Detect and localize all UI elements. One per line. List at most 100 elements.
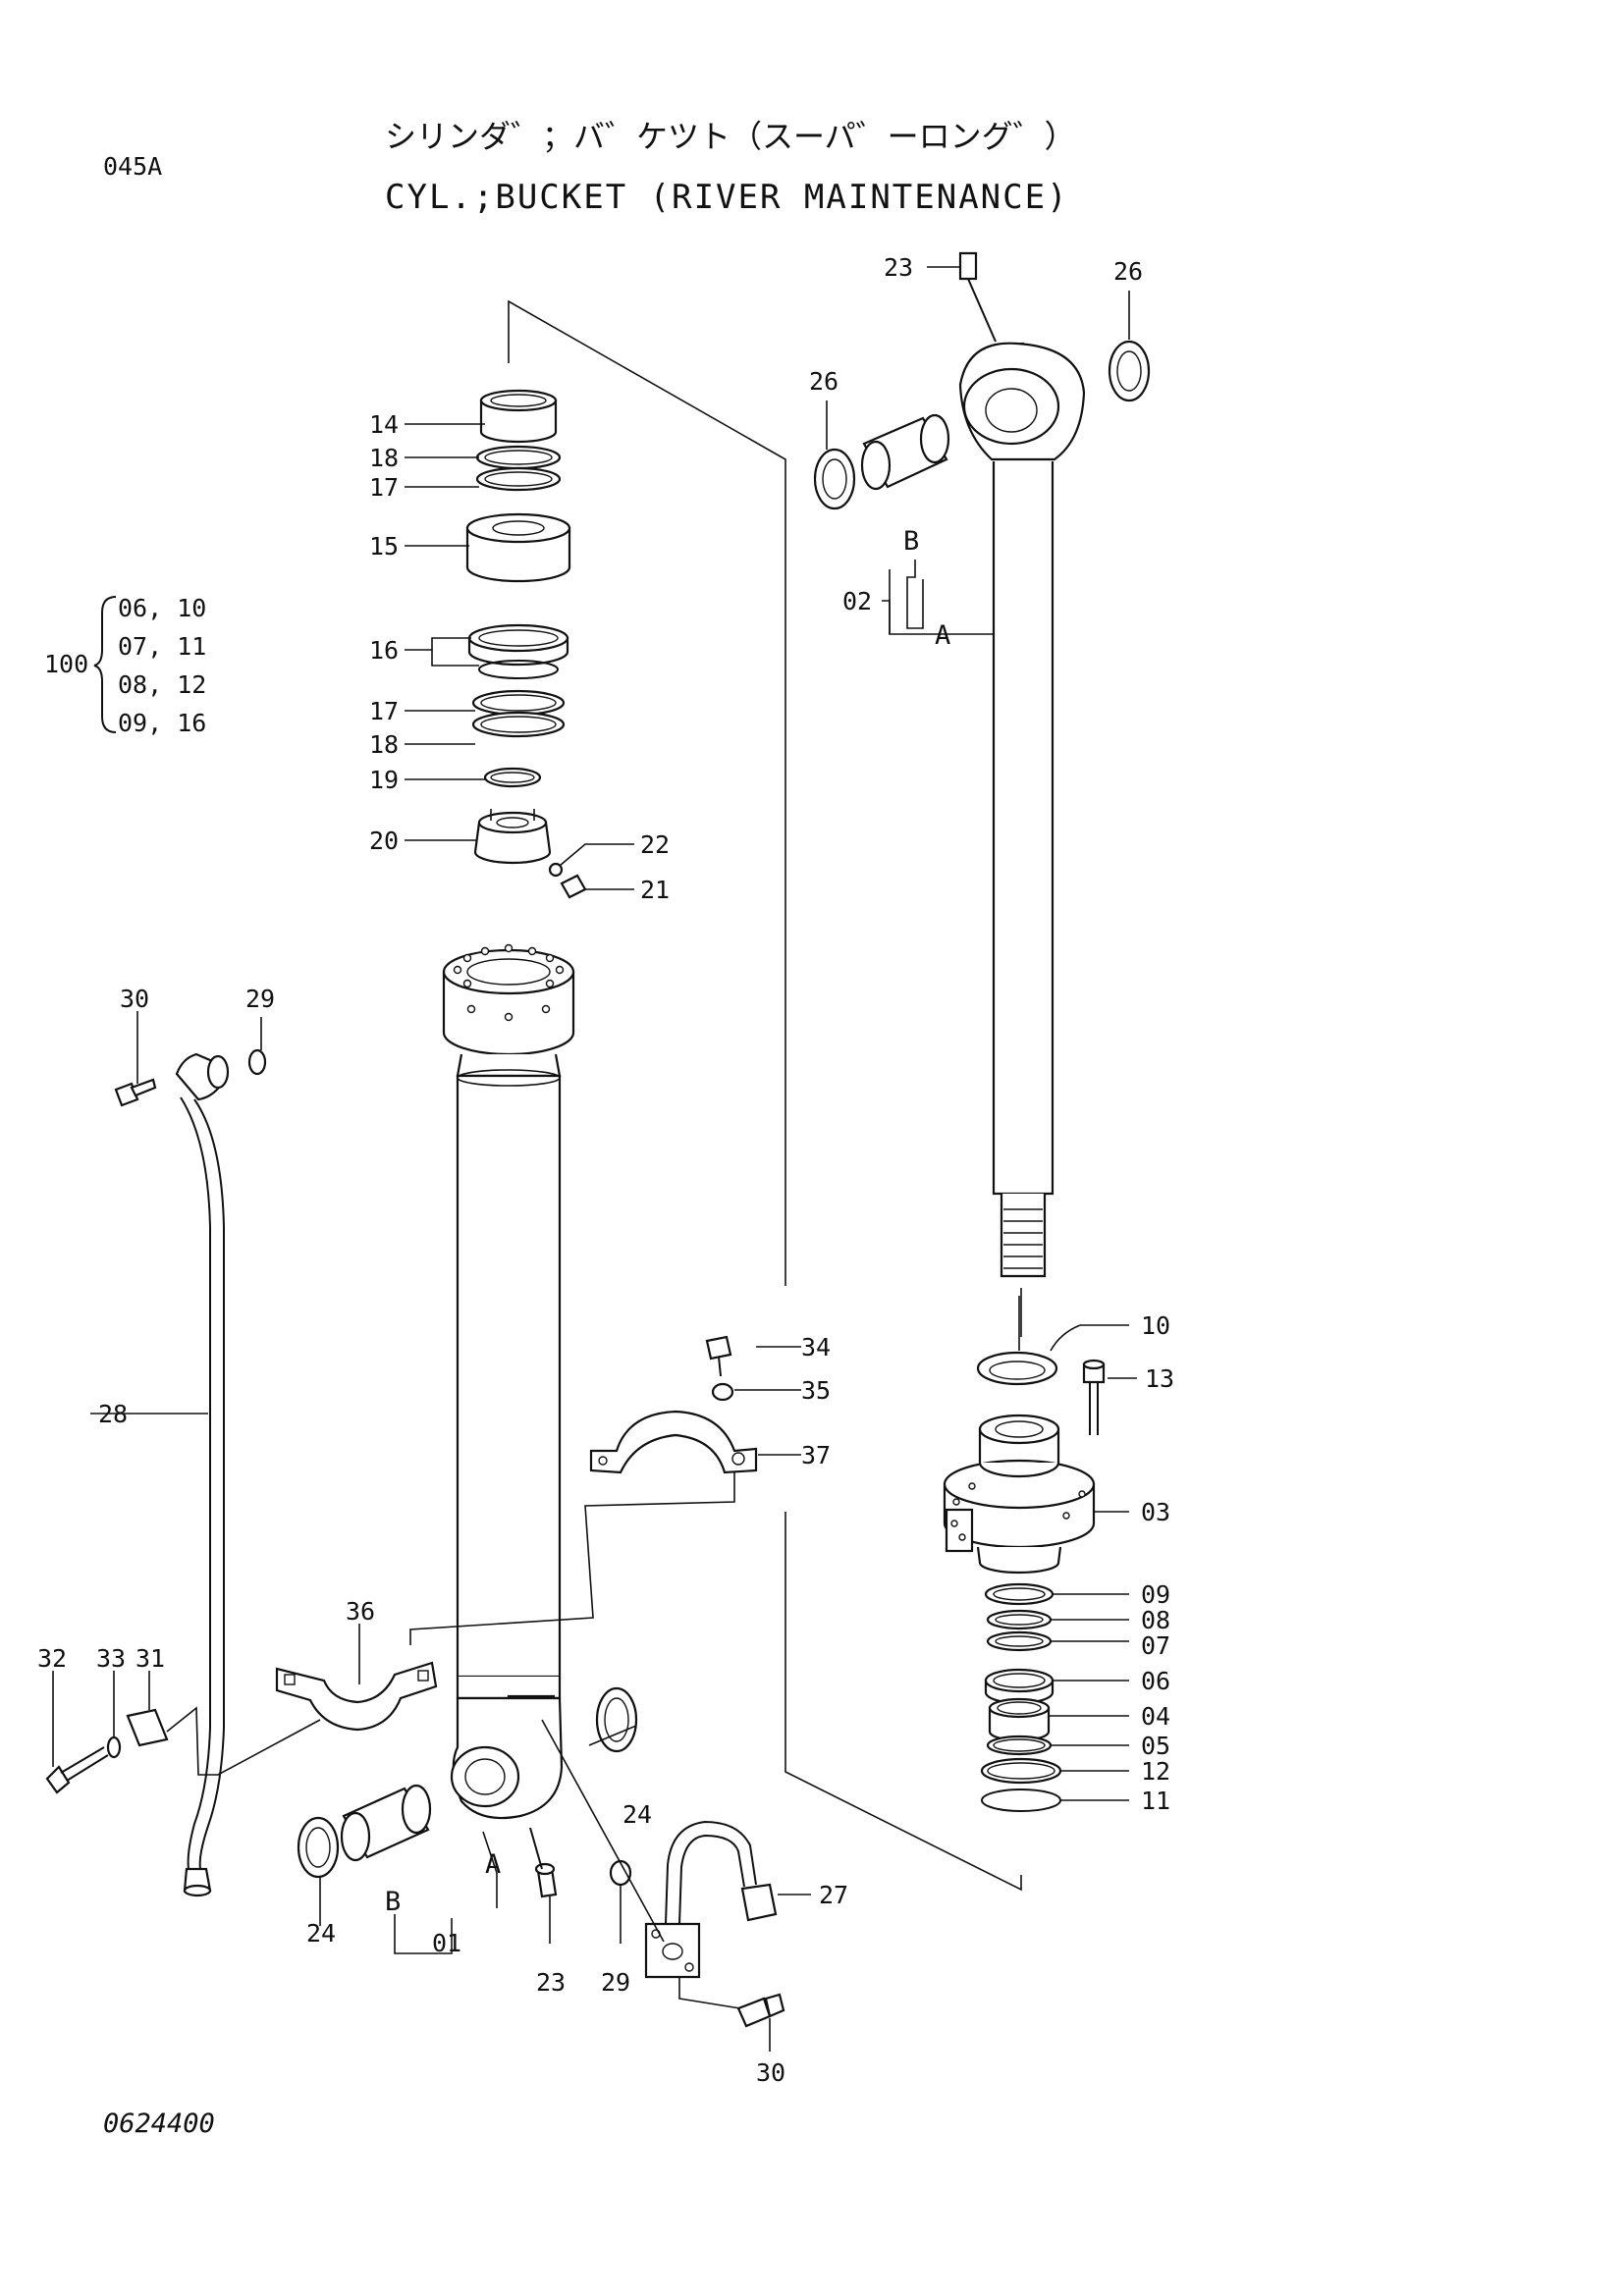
part-label: 12 (1141, 1757, 1170, 1786)
clamp-37 (589, 1410, 758, 1474)
piston-rod (958, 251, 1086, 1278)
page-code: 045A (103, 152, 162, 181)
part-label: 30 (120, 985, 149, 1013)
backup-ring-12-bore (987, 1762, 1055, 1780)
part-label: 32 (37, 1644, 67, 1673)
clamp-36 (275, 1661, 438, 1732)
piston (465, 512, 571, 583)
cushion-ring-10 (976, 1351, 1058, 1386)
part-label: 11 (1141, 1787, 1170, 1815)
part-label: 24 (306, 1919, 336, 1948)
seal-kit-row: 08, 12 (118, 670, 206, 699)
set-screw (560, 874, 587, 899)
fitting-31 (126, 1708, 169, 1747)
flange-bolt-holes (453, 943, 565, 1022)
part-label: 10 (1141, 1311, 1170, 1340)
seal-ring-09-bore (993, 1587, 1046, 1601)
part-label: 36 (346, 1597, 375, 1626)
cylinder-tube (442, 943, 575, 1820)
part-label: 17 (369, 697, 399, 725)
part-label: 30 (756, 2058, 785, 2087)
part-label: 28 (98, 1400, 128, 1428)
grease-fitting (958, 251, 978, 281)
part-label: 13 (1145, 1364, 1174, 1393)
drawing-number: 0624400 (103, 2109, 215, 2139)
part-label: 24 (622, 1800, 652, 1829)
part-label: 05 (1141, 1732, 1170, 1760)
bushing-04 (988, 1697, 1051, 1742)
leader-lines (52, 266, 1137, 2052)
washer-35 (711, 1382, 734, 1402)
backup-ring-08-bore (995, 1614, 1044, 1626)
snap-ring-05-bore (993, 1738, 1046, 1752)
part-label: 33 (96, 1644, 126, 1673)
part-label: 03 (1141, 1498, 1170, 1526)
bolt-30 (114, 1078, 157, 1107)
part-label: 08 (1141, 1606, 1170, 1634)
part-label: 22 (640, 830, 670, 859)
part-label: 26 (1113, 257, 1143, 286)
part-label: 34 (801, 1333, 831, 1362)
wear-ring (471, 711, 566, 738)
seal-kit-row: 09, 16 (118, 709, 206, 737)
grease-fitting (529, 1827, 558, 1898)
piston-stack (465, 389, 587, 899)
dust-seal (813, 448, 856, 510)
part-label: 18 (369, 444, 399, 472)
part-label: 29 (245, 985, 275, 1013)
part-label: 02 (842, 587, 872, 615)
buffer-ring-07-bore (995, 1635, 1044, 1647)
part-label: 37 (801, 1441, 831, 1469)
part-label: 21 (640, 876, 670, 904)
pipe-28 (175, 1052, 230, 1897)
assembly-guide-lines (508, 299, 1022, 1892)
part-label: 35 (801, 1376, 831, 1405)
wear-ring (475, 445, 562, 470)
rod-b-marker: B (903, 526, 919, 557)
rod-eye-bushing (860, 413, 950, 491)
part-label: 09 (1141, 1580, 1170, 1609)
steel-ball (548, 862, 564, 878)
seal-kit-number: 100 (44, 650, 88, 678)
part-label: 06 (1141, 1667, 1170, 1695)
tube-eye-bushing (340, 1784, 432, 1862)
bolt-30 (736, 1993, 785, 2028)
socket-bolt (1082, 1359, 1106, 1435)
part-label: 01 (432, 1929, 461, 1957)
tube-a-marker: A (485, 1849, 501, 1880)
dust-seal (297, 1816, 340, 1879)
part-label: 14 (369, 410, 399, 439)
seal-kit-row: 06, 10 (118, 594, 206, 622)
seal-kit-row: 07, 11 (118, 632, 206, 661)
o-ring-29 (609, 1859, 632, 1887)
slide-ring (475, 466, 562, 492)
o-ring-11 (981, 1789, 1061, 1812)
pipe-27 (644, 1820, 778, 1979)
piston-seal (467, 623, 569, 679)
bolt-34 (705, 1335, 732, 1377)
part-label: 23 (536, 1968, 566, 1997)
rod-a-marker: A (935, 620, 950, 651)
part-label: 04 (1141, 1702, 1170, 1731)
washer-33 (106, 1735, 122, 1759)
rod-seal-06 (984, 1668, 1055, 1705)
part-label: 26 (809, 367, 839, 396)
dust-seal (1108, 340, 1151, 402)
bolt-32 (45, 1746, 109, 1794)
part-label: 19 (369, 766, 399, 794)
title-english: CYL.;BUCKET (RIVER MAINTENANCE) (385, 178, 1069, 217)
title-japanese: シリンダ゛；バ゛ケツト（スーパ゛ーロング゛） (385, 118, 1076, 155)
part-label: 31 (135, 1644, 165, 1673)
piston-nut (473, 809, 552, 865)
part-label: 07 (1141, 1631, 1170, 1660)
part-label: 29 (601, 1968, 630, 1997)
part-label: 23 (884, 253, 913, 282)
tube-b-marker: B (385, 1887, 401, 1917)
rod-cover (943, 1414, 1096, 1575)
slide-ring (471, 689, 566, 717)
part-label: 18 (369, 730, 399, 759)
part-label: 20 (369, 827, 399, 855)
part-label: 17 (369, 473, 399, 502)
part-label: 27 (819, 1881, 848, 1909)
